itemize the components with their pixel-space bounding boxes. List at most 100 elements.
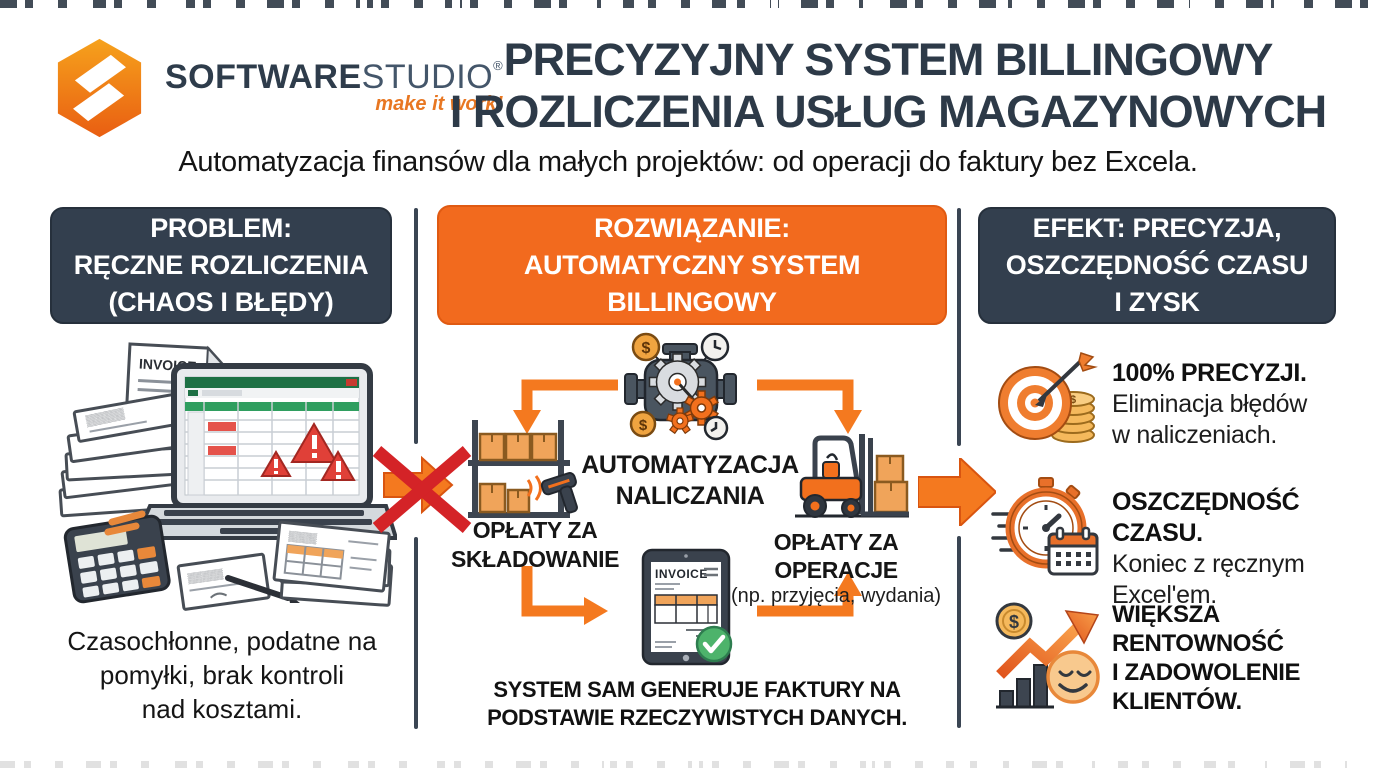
column-divider-1-upper <box>414 208 418 444</box>
benefit-precision: 100% PRECYZJI. Eliminacja błędów w nalic… <box>1112 358 1362 451</box>
invoice-stack-icon: ▒▒▒▒▒ <box>58 389 201 518</box>
laptop-spreadsheet-icon <box>132 363 397 540</box>
problem-caption-line: nad kosztami. <box>141 694 303 724</box>
calculator-icon <box>63 514 171 604</box>
benefit-time-title: OSZCZĘDNOŚĆ CZASU. <box>1112 488 1300 547</box>
operations-fees-label: OPŁATY ZA OPERACJE <box>746 528 926 584</box>
svg-text:▒▒▒▒▒: ▒▒▒▒▒ <box>187 568 225 585</box>
svg-text:$: $ <box>1070 394 1076 406</box>
small-gear-icon <box>665 407 695 435</box>
brand-logo: SOFTWARESTUDIO® make it work! <box>52 36 503 140</box>
dollar-coin-icon: $ <box>995 602 1033 640</box>
solution-header-box: ROZWIĄZANIE: AUTOMATYCZNY SYSTEM BILLING… <box>437 205 947 325</box>
storage-shelf-icon <box>468 420 578 518</box>
scanner-beam-icon <box>526 475 542 501</box>
automation-label: AUTOMATYZACJA NALICZANIA <box>570 450 810 512</box>
column-divider-2-upper <box>957 208 961 446</box>
svg-text:$: $ <box>642 340 651 357</box>
arrow-dart-icon <box>1035 352 1098 407</box>
arrow-invoice-to-operations <box>757 594 854 617</box>
profit-growth-icon: $ <box>995 602 1100 709</box>
forklift-icon <box>795 434 909 518</box>
solution-caption-line: PODSTAWIE RZECZYWISTYCH DANYCH. <box>487 705 907 730</box>
problem-header-box: PROBLEM: RĘCZNE ROZLICZENIA (CHAOS I BŁĘ… <box>50 207 392 324</box>
time-saving-stopwatch-icon <box>991 477 1099 576</box>
bar-chart-icon <box>999 664 1048 708</box>
problem-caption-line: Czasochłonne, podatne na <box>67 626 377 656</box>
brand-name-light: STUDIO <box>361 58 494 96</box>
cardboard-box-icon <box>478 432 558 514</box>
problem-caption: Czasochłonne, podatne na pomyłki, brak k… <box>52 624 392 726</box>
operations-fees-label-line: OPŁATY ZA <box>773 529 899 555</box>
barcode-scanner-icon <box>540 472 578 514</box>
arrow-storage-to-invoice <box>521 566 586 617</box>
benefit-profit: WIĘKSZA RENTOWNOŚĆ I ZADOWOLENIE KLIENTÓ… <box>1112 600 1362 716</box>
note-paper-icon: ▒▒▒▒▒ <box>176 552 271 611</box>
brand-name-bold: SOFTWARE <box>165 58 362 96</box>
problem-header-line: RĘCZNE ROZLICZENIA <box>73 250 369 280</box>
benefit-precision-title: 100% PRECYZJI. <box>1112 359 1307 387</box>
smiley-face-icon <box>1046 650 1100 704</box>
solution-caption: SYSTEM SAM GENERUJE FAKTURY NA PODSTAWIE… <box>457 676 937 732</box>
tablet-invoice-text: INVOICE <box>655 567 708 581</box>
effect-header-box: EFEKT: PRECYZJA, OSZCZĘDNOŚĆ CZASU I ZYS… <box>978 207 1336 324</box>
dollar-badge-icon: $ <box>631 332 661 362</box>
title-line-2: I ROZLICZENIA USŁUG MAGAZYNOWYCH <box>449 86 1327 137</box>
precision-target-icon: $ <box>998 352 1098 443</box>
benefit-profit-title-line: RENTOWNOŚĆ <box>1112 630 1284 657</box>
report-stack-icon: ▒▒▒▒ <box>272 520 394 607</box>
error-cell <box>208 422 236 431</box>
storage-fees-label-line: OPŁATY ZA <box>472 517 598 543</box>
check-badge-icon <box>695 625 733 663</box>
page-title: PRECYZYJNY SYSTEM BILLINGOWY I ROZLICZEN… <box>408 34 1368 138</box>
pencil-icon <box>104 510 146 536</box>
storage-fees-label: OPŁATY ZA SKŁADOWANIE <box>437 516 633 574</box>
automation-label-line: NALICZANIA <box>615 482 765 510</box>
benefit-precision-desc-line: Eliminacja błędów <box>1112 390 1307 418</box>
benefit-profit-title-line: WIĘKSZA <box>1112 601 1220 628</box>
clock-badge-icon <box>700 332 730 362</box>
column-divider-2-lower <box>957 536 961 728</box>
benefit-time-desc-line: Excel'em. <box>1112 581 1217 609</box>
svg-text:$: $ <box>1009 612 1019 632</box>
operations-fees-label-line: OPERACJE <box>774 557 898 583</box>
operations-fees-sublabel: (np. przyjęcia, wydania) <box>730 585 942 607</box>
page-subtitle: Automatyzacja finansów dla małych projek… <box>178 146 1198 178</box>
invoice-tablet-icon: INVOICE <box>641 548 733 666</box>
automation-engine-icon: $ $ <box>624 332 737 441</box>
benefit-time-desc-line: Koniec z ręcznym <box>1112 550 1305 578</box>
effect-header-line: OSZCZĘDNOŚĆ CZASU <box>1005 250 1309 280</box>
effect-header-line: EFEKT: PRECYZJA, <box>1032 213 1282 243</box>
invoice-table <box>654 594 718 624</box>
benefit-time: OSZCZĘDNOŚĆ CZASU. Koniec z ręcznym Exce… <box>1112 487 1372 611</box>
svg-text:▒▒▒▒: ▒▒▒▒ <box>288 530 318 545</box>
storage-fees-label-line: SKŁADOWANIE <box>450 546 620 572</box>
clock-badge-icon <box>703 415 729 441</box>
warning-triangle-icon <box>260 450 292 477</box>
error-cell <box>208 446 236 455</box>
dollar-badge-icon: $ <box>629 410 657 438</box>
svg-text:$: $ <box>639 417 648 434</box>
brand-name: SOFTWARESTUDIO® <box>165 58 503 97</box>
calendar-icon <box>1047 526 1099 576</box>
crossed-out-arrow-icon <box>372 446 472 533</box>
forklift-cab-frame <box>812 435 860 481</box>
brand-tagline: make it work! <box>375 93 504 115</box>
solution-caption-line: SYSTEM SAM GENERUJE FAKTURY NA <box>493 677 901 702</box>
solution-flow-arrows <box>513 379 862 625</box>
benefit-precision-desc-line: w naliczeniach. <box>1112 421 1278 449</box>
automation-label-line: AUTOMATYZACJA <box>581 451 799 479</box>
target-rings <box>998 366 1072 440</box>
rising-arrow-icon <box>996 610 1100 679</box>
solution-header-line: ROZWIĄZANIE: <box>594 212 790 243</box>
messy-desk-illustration: INVOICE ▒▒▒▒▒ <box>58 342 397 611</box>
result-arrow-icon <box>918 458 996 526</box>
top-cropped-text-strip <box>0 0 1376 8</box>
column-divider-1-lower <box>414 537 418 729</box>
softwarestudio-hexagon-logo-icon <box>57 38 142 138</box>
warning-triangle-icon <box>290 422 338 463</box>
registered-mark: ® <box>493 58 504 73</box>
warning-triangle-icon <box>320 449 356 481</box>
arrow-to-storage <box>521 379 618 412</box>
